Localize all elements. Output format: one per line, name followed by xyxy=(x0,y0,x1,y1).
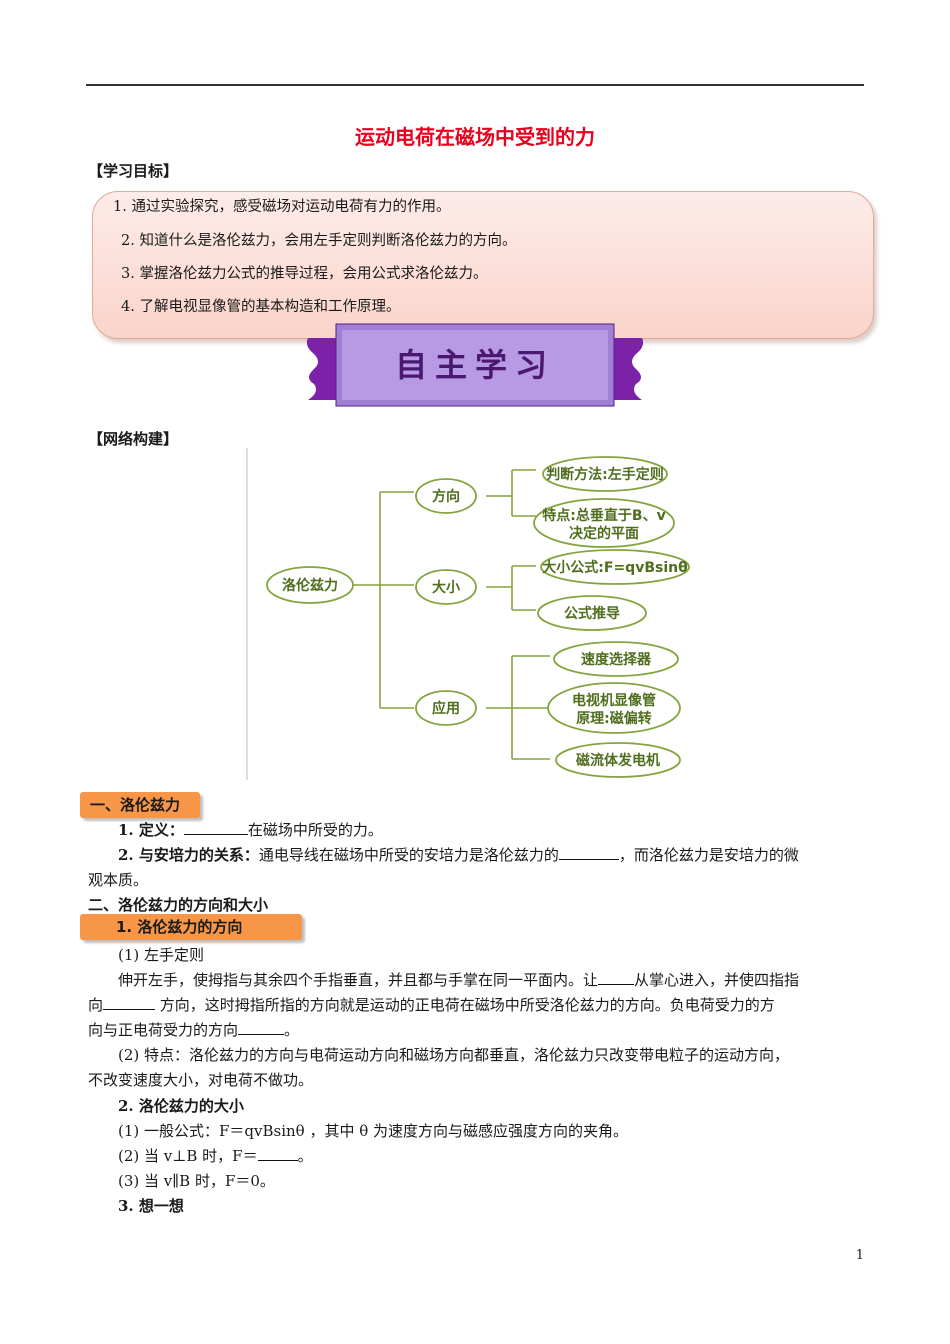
formula-text: (2) 当 v⊥B 时，F＝ xyxy=(118,1147,258,1165)
goal-item: 4. 了解电视显像管的基本构造和工作原理。 xyxy=(121,299,401,315)
goal-item: 1. 通过实验探究，感受磁场对运动电荷有力的作用。 xyxy=(113,199,451,215)
size-heading: 2. 洛伦兹力的大小 xyxy=(118,1097,244,1115)
rule-line3: 向与正电荷受力的方向 。 xyxy=(88,1018,299,1043)
rule-text: 方向，这时拇指所指的方向就是运动的正电荷在磁场中所受洛伦兹力的方向。负电荷受力的… xyxy=(155,996,775,1014)
page-title: 运动电荷在磁场中受到的力 xyxy=(355,125,595,149)
feature-line2: 不改变速度大小，对电荷不做功。 xyxy=(88,1071,314,1089)
node-application-label: 应用 xyxy=(432,700,460,717)
leaf-tv-tube-line1: 电视机显像管 xyxy=(572,692,656,709)
rule-text: 向与正电荷受力的方向 xyxy=(88,1021,239,1039)
leaf-derivation xyxy=(537,595,647,631)
size-connectors xyxy=(486,565,536,611)
blank xyxy=(103,993,156,1010)
relation-line: 2. 与安培力的关系：通电导线在磁场中所受的安培力是洛伦兹力的 ，而洛伦兹力是安培… xyxy=(118,843,799,868)
formula-text: 。 xyxy=(297,1147,313,1165)
leaf-formula-label: 大小公式:F=qvBsinθ xyxy=(542,559,688,576)
rule-text: 伸开左手，使拇指与其余四个手指垂直，并且都与手掌在同一平面内。让 xyxy=(118,971,599,989)
concept-map: 洛伦兹力 方向 大小 应用 判断方法:左手定则 特点:总垂直于B、v 决定的平面… xyxy=(246,448,690,780)
rule-text: 向 xyxy=(88,996,104,1014)
goals-box: 1. 通过实验探究，感受磁场对运动电荷有力的作用。 2. 知道什么是洛伦兹力，会… xyxy=(92,191,874,339)
node-root xyxy=(266,566,354,604)
node-direction-label: 方向 xyxy=(432,488,460,505)
formula-general: (1) 一般公式：F＝qvBsinθ ，其中 θ 为速度方向与磁感应强度方向的夹… xyxy=(118,1122,629,1140)
blank xyxy=(238,1018,285,1035)
banner-text: 自主学习 xyxy=(395,346,555,384)
blank xyxy=(257,1144,298,1161)
relation-text-c: 观本质。 xyxy=(88,871,149,889)
relation-text-a: 通电导线在磁场中所受的安培力是洛伦兹力的 xyxy=(258,846,559,864)
banner-left-tab xyxy=(306,338,340,400)
leaf-tv-tube xyxy=(547,682,681,734)
banner-graphic: 自主学习 xyxy=(306,323,644,407)
application-connectors xyxy=(486,655,550,760)
leaf-perpendicular-line2: 决定的平面 xyxy=(569,525,639,542)
leaf-left-hand-rule-label: 判断方法:左手定则 xyxy=(546,466,664,483)
leaf-mhd-generator xyxy=(555,742,681,778)
formula-perpendicular: (2) 当 v⊥B 时，F＝ 。 xyxy=(118,1144,313,1169)
section1-tag: 一、洛伦兹力 xyxy=(80,792,200,818)
formula-parallel: (3) 当 v∥B 时，F＝0。 xyxy=(118,1172,275,1190)
feature-line1: (2) 特点：洛伦兹力的方向与电荷运动方向和磁场方向都垂直，洛伦兹力只改变带电粒… xyxy=(118,1046,790,1064)
page-number: 1 xyxy=(855,1248,864,1263)
definition-label: 1. 定义： xyxy=(118,821,184,839)
leaf-derivation-label: 公式推导 xyxy=(564,605,620,622)
banner-right-tab xyxy=(610,338,644,400)
leaf-perpendicular-line1: 特点:总垂直于B、v xyxy=(542,507,665,524)
relation-label: 2. 与安培力的关系： xyxy=(118,846,259,864)
node-root-label: 洛伦兹力 xyxy=(282,577,338,594)
rule-line1: 伸开左手，使拇指与其余四个手指垂直，并且都与手掌在同一平面内。让 从掌心进入，并使… xyxy=(118,968,799,993)
header-rule xyxy=(86,84,864,86)
rule-text: 从掌心进入，并使四指指 xyxy=(634,971,800,989)
node-application xyxy=(415,690,477,726)
leaf-left-hand-rule xyxy=(542,456,668,492)
node-size-label: 大小 xyxy=(432,579,460,596)
leaf-formula xyxy=(540,549,690,585)
blank xyxy=(598,968,635,985)
network-heading: 【网络构建】 xyxy=(88,430,179,448)
banner-inner xyxy=(342,330,608,400)
node-size xyxy=(415,569,477,605)
left-hand-rule-heading: (1) 左手定则 xyxy=(118,946,205,964)
think-heading: 3. 想一想 xyxy=(118,1197,184,1215)
blank xyxy=(183,818,248,835)
section2-tag: 1. 洛伦兹力的方向 xyxy=(80,914,302,940)
leaf-mhd-generator-label: 磁流体发电机 xyxy=(576,752,660,769)
goal-item: 3. 掌握洛伦兹力公式的推导过程，会用公式求洛伦兹力。 xyxy=(121,266,488,282)
goals-heading: 【学习目标】 xyxy=(88,162,179,180)
leaf-velocity-selector xyxy=(553,641,679,677)
leaf-tv-tube-line2: 原理:磁偏转 xyxy=(576,710,652,727)
leaf-velocity-selector-label: 速度选择器 xyxy=(581,651,652,668)
rule-line2: 向 方向，这时拇指所指的方向就是运动的正电荷在磁场中所受洛伦兹力的方向。负电荷受… xyxy=(88,993,775,1018)
section2-heading: 二、洛伦兹力的方向和大小 xyxy=(88,896,269,914)
blank xyxy=(558,843,619,860)
leaf-perpendicular xyxy=(533,498,675,548)
definition-line: 1. 定义： 在磁场中所受的力。 xyxy=(118,818,383,843)
relation-text-b: ，而洛伦兹力是安培力的微 xyxy=(618,846,799,864)
definition-text: 在磁场中所受的力。 xyxy=(247,821,383,839)
goal-item: 2. 知道什么是洛伦兹力，会用左手定则判断洛伦兹力的方向。 xyxy=(121,233,517,249)
direction-connectors xyxy=(486,469,536,517)
rule-text: 。 xyxy=(284,1021,300,1039)
node-direction xyxy=(415,478,477,514)
root-connectors xyxy=(350,491,414,709)
